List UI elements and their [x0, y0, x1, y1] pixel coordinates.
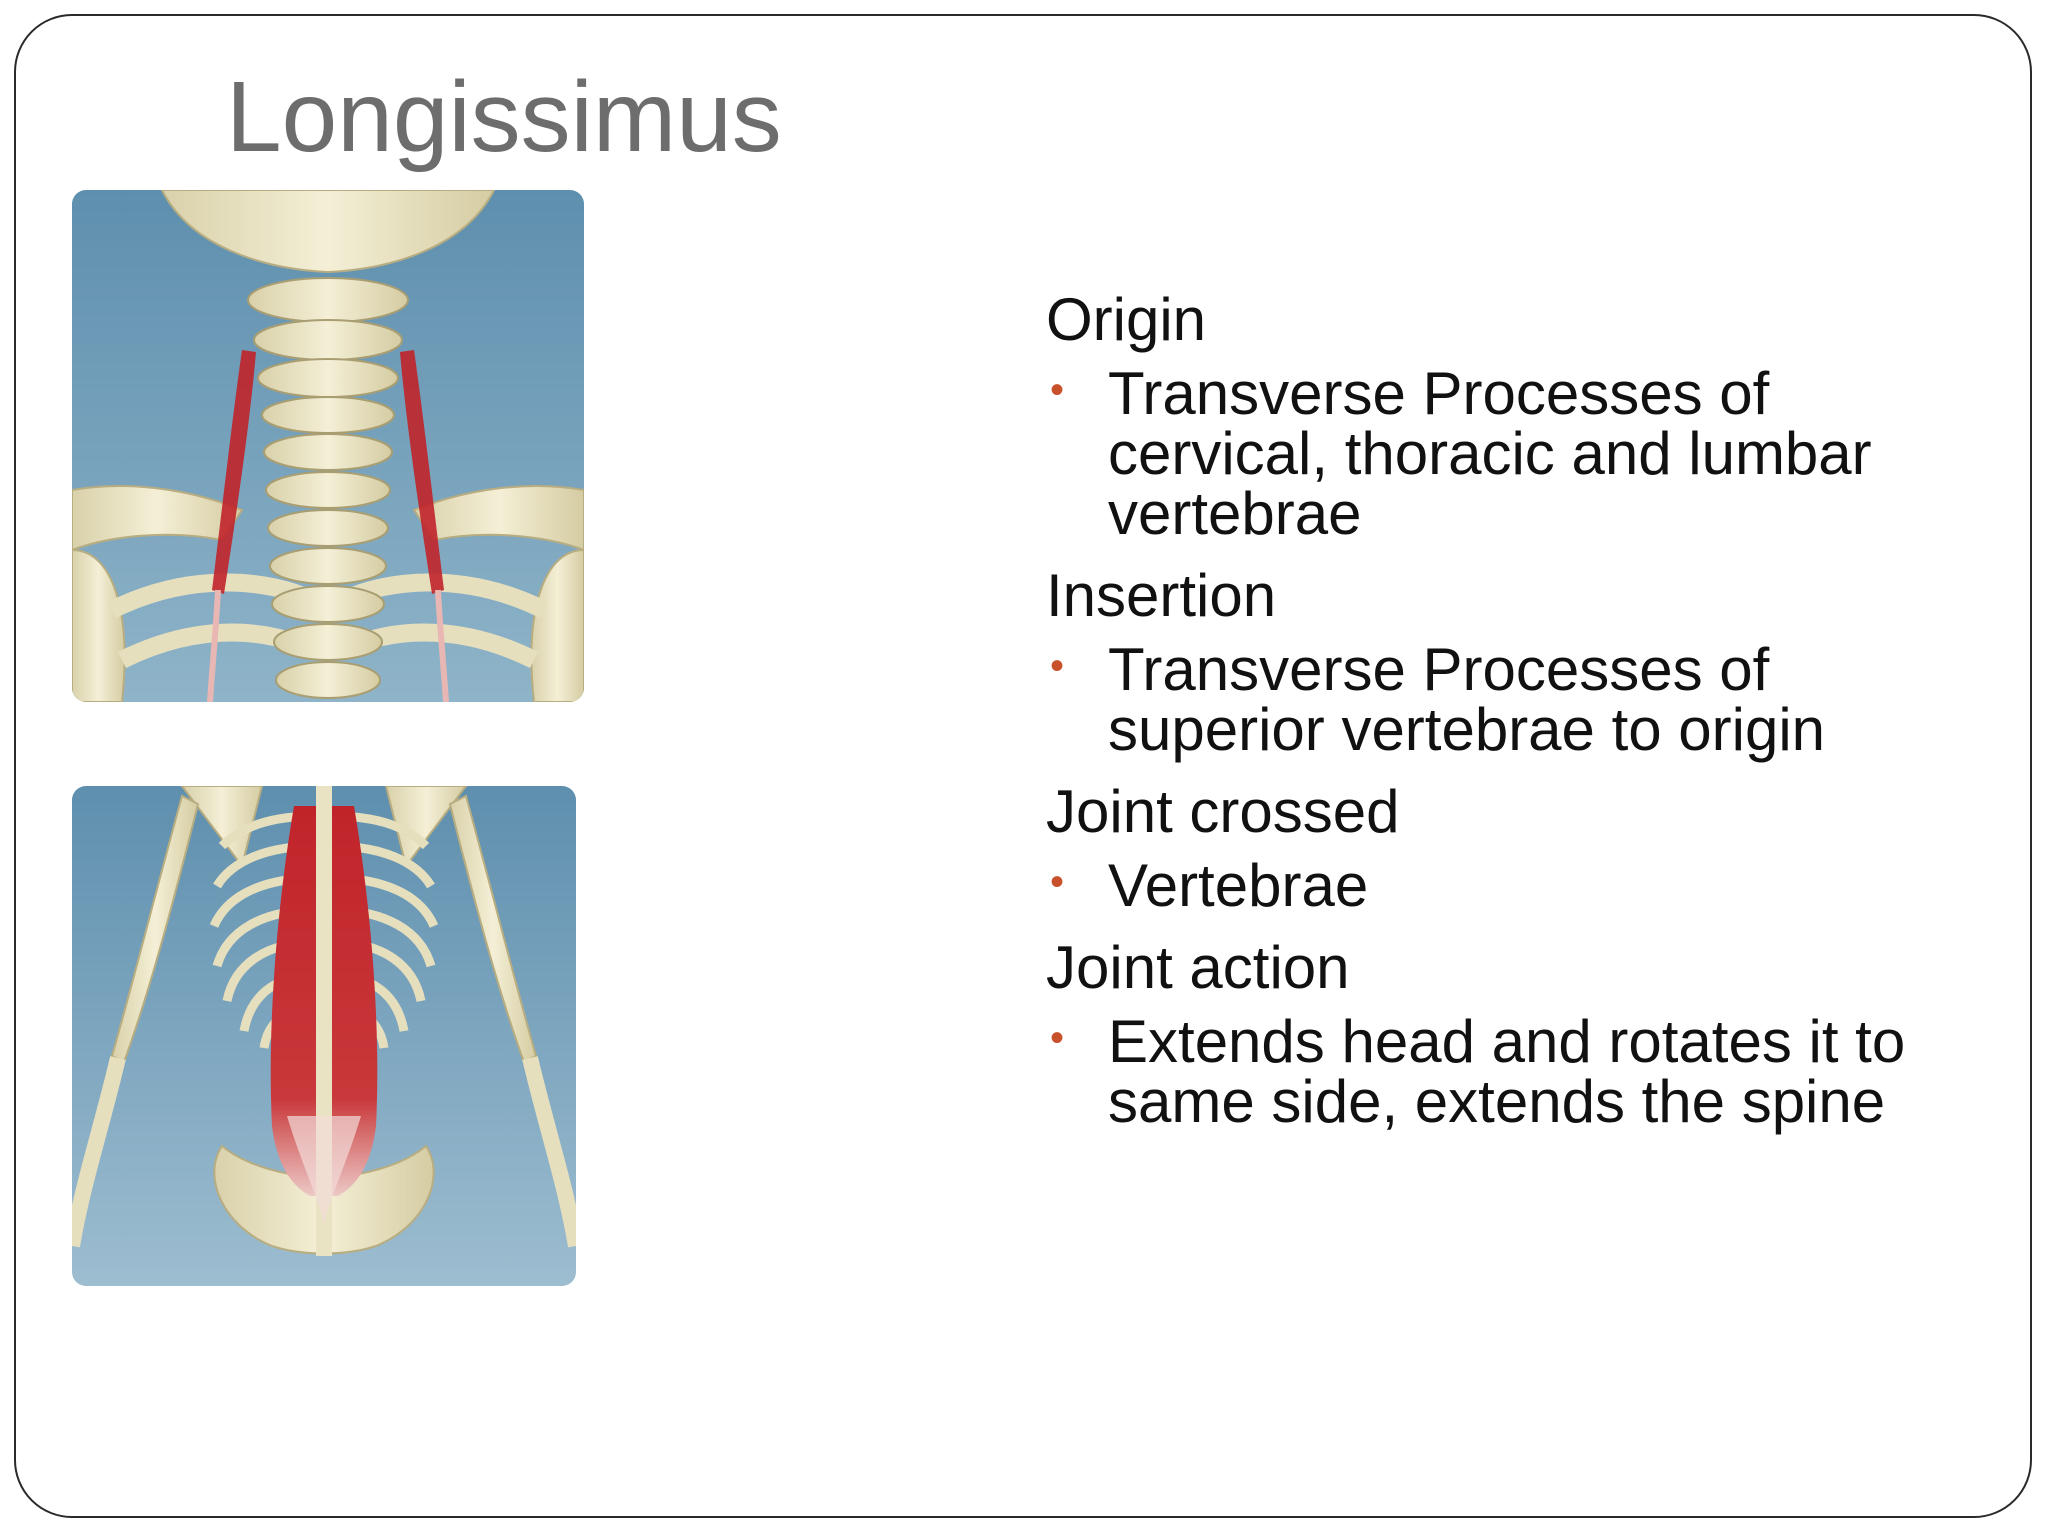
lumbar-spine-image	[72, 786, 576, 1286]
bullet-item: • Extends head and rotates it to same si…	[1046, 1012, 1946, 1132]
bullet-icon: •	[1050, 368, 1065, 412]
section-origin: Origin • Transverse Processes of cervica…	[1046, 282, 1946, 544]
bullet-text: Transverse Processes of superior vertebr…	[1108, 636, 1826, 763]
section-heading-origin: Origin	[1046, 286, 1207, 353]
slide-content: Origin • Transverse Processes of cervica…	[1046, 282, 1946, 1146]
lumbar-spine-illustration	[72, 786, 576, 1286]
bullet-text: Vertebrae	[1108, 852, 1369, 919]
bullet-text: Extends head and rotates it to same side…	[1108, 1008, 1906, 1135]
bullet-item: • Vertebrae	[1046, 856, 1946, 916]
section-heading-insertion: Insertion	[1046, 562, 1277, 629]
cervical-spine-image	[72, 190, 584, 702]
section-joint-crossed: Joint crossed • Vertebrae	[1046, 774, 1946, 916]
bullet-icon: •	[1050, 860, 1065, 904]
bullet-icon: •	[1050, 644, 1065, 688]
section-heading-joint-action: Joint action	[1046, 934, 1350, 1001]
section-joint-action: Joint action • Extends head and rotates …	[1046, 930, 1946, 1132]
cervical-spine-illustration	[72, 190, 584, 702]
bullet-item: • Transverse Processes of superior verte…	[1046, 640, 1946, 760]
section-heading-joint-crossed: Joint crossed	[1046, 778, 1400, 845]
section-insertion: Insertion • Transverse Processes of supe…	[1046, 558, 1946, 760]
slide-title: Longissimus	[226, 61, 782, 173]
bullet-text: Transverse Processes of cervical, thorac…	[1108, 360, 1872, 547]
bullet-icon: •	[1050, 1016, 1065, 1060]
bullet-item: • Transverse Processes of cervical, thor…	[1046, 364, 1946, 544]
